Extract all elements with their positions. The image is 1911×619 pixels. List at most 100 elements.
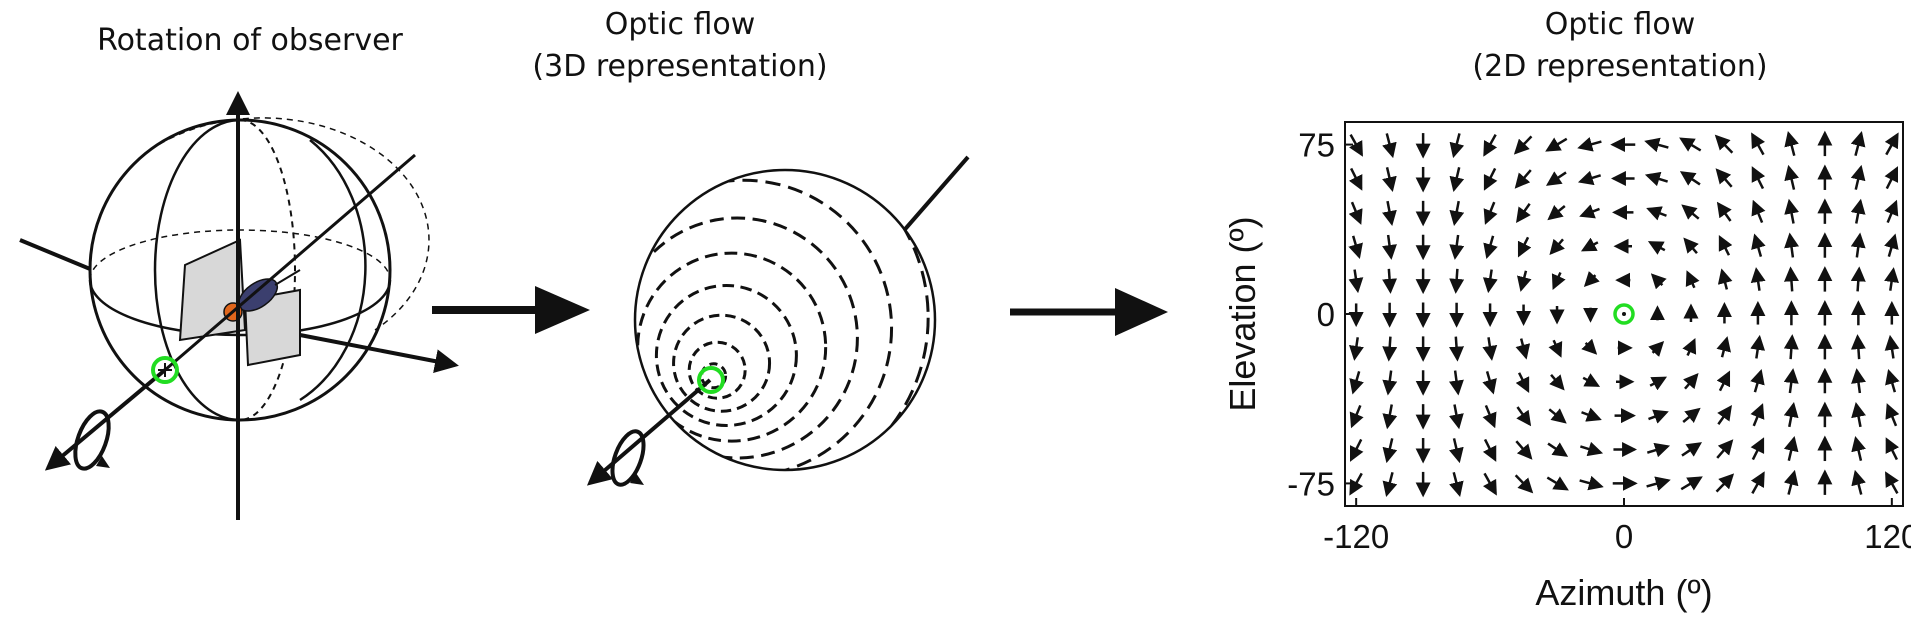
flow-arrow (1382, 167, 1397, 193)
flow-arrow (1516, 203, 1531, 224)
flow-arrow (1382, 200, 1397, 226)
flow-arrow (1515, 338, 1531, 360)
flow-arrow (1885, 368, 1900, 393)
flow-arrow (1751, 233, 1766, 257)
flow-arrow (1784, 266, 1799, 292)
flow-arrow (1348, 235, 1363, 260)
x-axis-label: Azimuth (º) (1535, 572, 1712, 613)
flow-arrow (1449, 133, 1465, 159)
flow-arrow (1851, 368, 1866, 394)
flow-arrow (1681, 442, 1703, 457)
flow-arrow (1683, 237, 1699, 254)
flow-arrow (1784, 198, 1799, 224)
flow-ring (635, 170, 930, 470)
meridian-back (239, 119, 296, 421)
flow-arrow (1646, 476, 1671, 491)
flow-arrow (1382, 268, 1398, 294)
panel3-title-line1: Optic flow (1544, 7, 1696, 42)
flow-arrow (1515, 440, 1533, 460)
flow-arrow (1644, 137, 1669, 153)
flow-rings (635, 170, 935, 470)
tilted-circle-front (299, 139, 367, 402)
rotation-arrowhead-icon-3d (630, 473, 644, 485)
flow-arrow (1885, 437, 1900, 461)
flow-arrow (1482, 337, 1498, 361)
flow-arrow (1482, 269, 1498, 294)
flow-arrow (1784, 164, 1799, 190)
flow-arrow (1382, 133, 1397, 159)
flow-arrow (1382, 404, 1398, 430)
flow-arrow (1884, 166, 1899, 190)
flow-arrow (1513, 135, 1533, 155)
flow-arrow (1577, 137, 1602, 152)
flow-arrow (1349, 438, 1364, 462)
flow-arrow (1382, 471, 1398, 497)
flow-arrow (1783, 368, 1799, 394)
flow-arrow (1483, 167, 1498, 191)
marker-cross (158, 363, 172, 377)
flow-arrow (1850, 266, 1866, 292)
flow-arrow (1851, 402, 1866, 428)
flow-arrow (1449, 234, 1465, 260)
rotation-axis-arrow-3d (586, 378, 712, 486)
flow-arrow (1449, 370, 1464, 396)
flow-arrow (1517, 236, 1532, 258)
rotation-arrowhead-icon (96, 456, 110, 468)
y-axis-label: Elevation (º) (1222, 216, 1263, 411)
meridian-front-left (153, 118, 241, 422)
flow-arrow (1545, 171, 1567, 186)
flow-arrow (1750, 334, 1766, 359)
flow-ring (672, 313, 772, 413)
flow-arrow (1783, 402, 1799, 428)
flow-arrow (1750, 403, 1765, 427)
flow-ring (635, 216, 859, 460)
flow-arrow (1581, 407, 1602, 422)
flow-arrow (1349, 133, 1363, 157)
flow-arrow (1579, 441, 1604, 457)
flow-arrow (1784, 131, 1799, 157)
rotation-arrow-icon-3d (610, 429, 646, 487)
axis-diagonal-line (164, 153, 416, 372)
flow-arrow (1716, 201, 1732, 222)
y-tick-label: -75 (1287, 465, 1335, 502)
flow-arrow (1716, 439, 1734, 459)
flow-arrow (1850, 334, 1866, 360)
flow-arrow (1750, 437, 1765, 461)
center-dot (1622, 312, 1626, 316)
flow-arrow (1449, 167, 1465, 193)
flow-arrow (1517, 270, 1532, 292)
flow-arrow (1647, 241, 1666, 255)
flow-arrow (1449, 471, 1464, 497)
flow-arrow (1348, 201, 1363, 225)
flow-arrow (1482, 371, 1497, 395)
flow-arrow (1716, 336, 1731, 358)
tilted-circle-back (149, 117, 430, 331)
flow-arrow (1648, 409, 1669, 424)
flow-arrow (1514, 474, 1534, 494)
panel1-title: Rotation of observer (97, 23, 403, 58)
flow-arrow (1850, 164, 1866, 190)
flow-arrow (1750, 471, 1765, 495)
x-tick-label: 0 (1615, 518, 1633, 555)
x-tick-label: 120 (1864, 518, 1911, 555)
flow-arrow (1682, 407, 1701, 424)
flow-arrow (1449, 268, 1465, 294)
transition-arrowhead-1 (535, 286, 590, 334)
flow-arrow (1577, 170, 1602, 186)
flow-ring (636, 251, 828, 443)
flow-arrow (1680, 476, 1703, 491)
flow-arrow (1644, 171, 1669, 187)
flow-arrow (1850, 131, 1866, 157)
flow-arrow (1483, 235, 1498, 260)
flow-arrow (1751, 199, 1766, 224)
flow-arrow (1482, 404, 1497, 429)
axis-back-line (898, 155, 970, 237)
flow-arrow (1449, 438, 1464, 464)
flow-arrow (1483, 201, 1498, 225)
flow-arrow (1583, 270, 1600, 287)
flow-arrow (1784, 232, 1799, 258)
flow-arrow (1850, 198, 1866, 224)
flow-arrow (1547, 204, 1566, 221)
